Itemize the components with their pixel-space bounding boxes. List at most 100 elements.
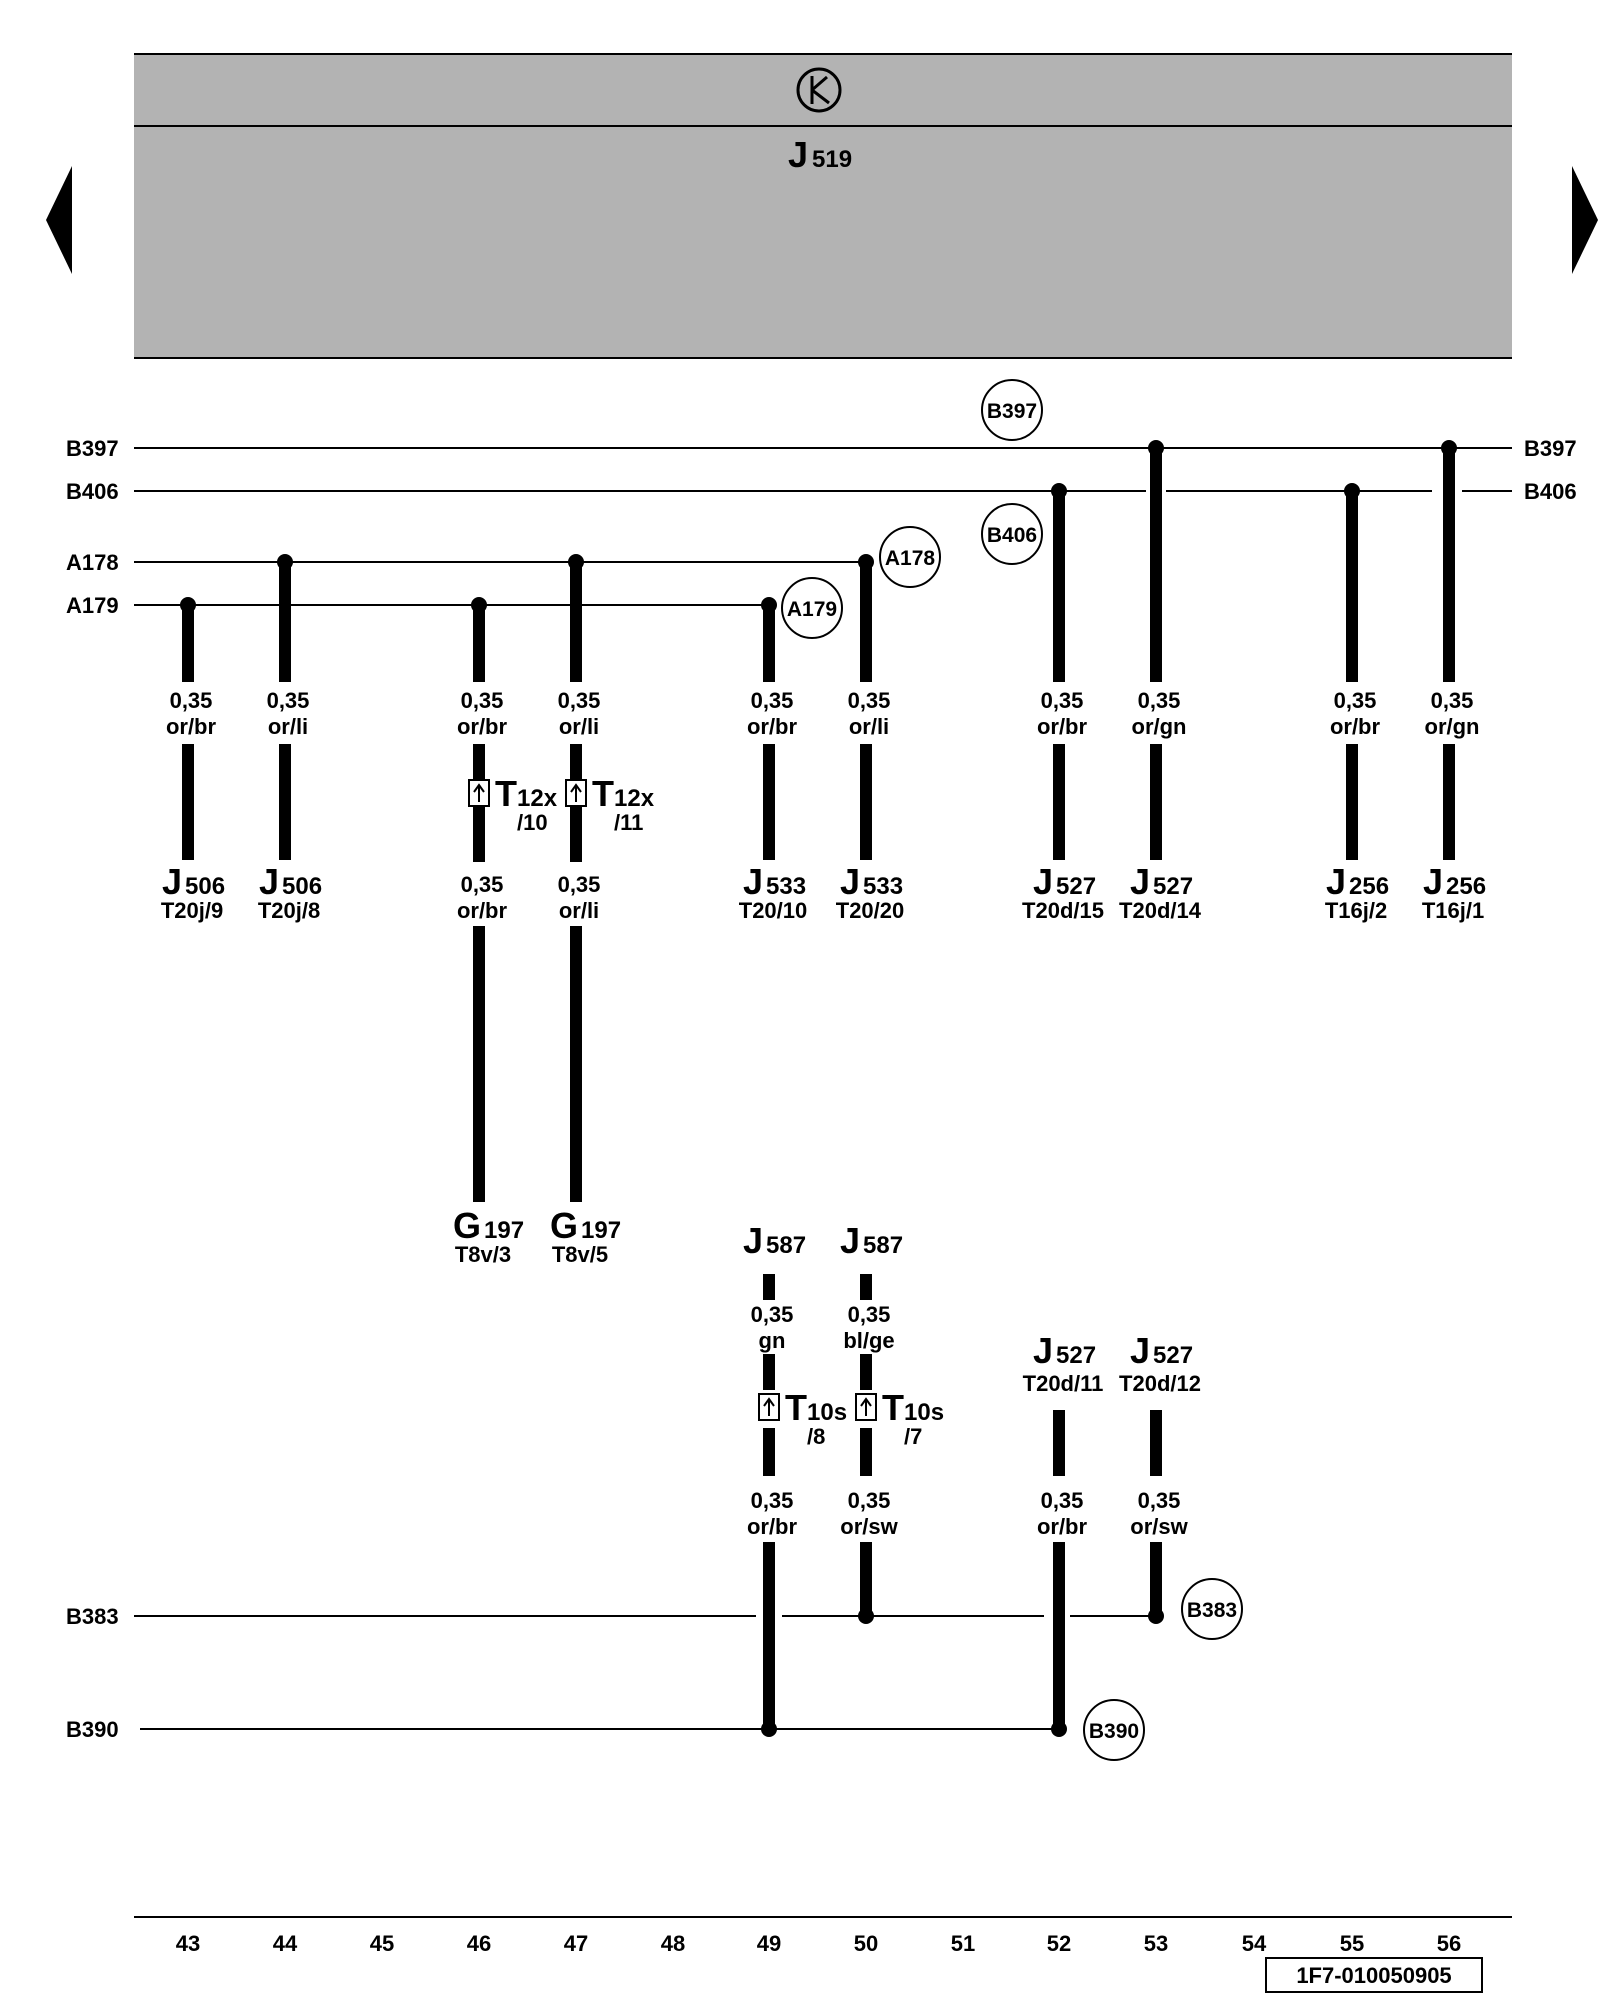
wire-color: or/li (559, 714, 599, 739)
circle-label-text: B390 (1089, 1720, 1139, 1743)
circle-label-text: B406 (987, 524, 1037, 547)
junction-dot (1441, 440, 1457, 456)
column-number: 54 (1242, 1931, 1267, 1956)
wire-size: 0,35 (848, 688, 891, 713)
connector-T10s: T10s/8 (758, 1387, 847, 1449)
component-pin: T16j/2 (1325, 898, 1387, 923)
wire-color: or/br (457, 898, 508, 923)
column-number: 55 (1340, 1931, 1364, 1956)
wire-size: 0,35 (267, 688, 310, 713)
rail-label-left: A178 (66, 550, 119, 575)
component-pin: T20d/15 (1022, 898, 1104, 923)
column-number: 53 (1144, 1931, 1168, 1956)
component-pin: T20d/11 (1023, 1371, 1104, 1396)
column-number: 48 (661, 1931, 685, 1956)
wire-color: gn (759, 1328, 786, 1353)
junction-dot (277, 554, 293, 570)
wire-size: 0,35 (1138, 688, 1181, 713)
circle-label-text: A179 (787, 598, 837, 621)
junction-dot (761, 1721, 777, 1737)
wire-color: or/br (1037, 714, 1088, 739)
rail-label-right: B397 (1524, 436, 1577, 461)
column-number: 56 (1437, 1931, 1461, 1956)
junction-dot (180, 597, 196, 613)
column-number: 49 (757, 1931, 781, 1956)
arrow-right-icon[interactable] (1572, 166, 1598, 274)
wire-color: or/gn (1425, 714, 1480, 739)
junction-dot (568, 554, 584, 570)
doc-id: 1F7-010050905 (1296, 1963, 1451, 1988)
connector-T12x: T12x/10 (468, 773, 558, 835)
wire-size: 0,35 (751, 688, 794, 713)
wire-color: or/sw (840, 1514, 898, 1539)
component-pin: T20d/14 (1119, 898, 1202, 923)
wire-size: 0,35 (751, 1302, 794, 1327)
junction-dot (1051, 483, 1067, 499)
circle-label-B406: B406 (981, 503, 1043, 565)
circle-label-B397: B397 (981, 379, 1043, 441)
wire-color: or/br (747, 1514, 798, 1539)
component-pin: T20j/9 (161, 898, 223, 923)
component-pin: T8v/3 (455, 1242, 511, 1267)
wire-size: 0,35 (848, 1488, 891, 1513)
rail-label-left: B397 (66, 436, 119, 461)
wire-size: 0,35 (1041, 1488, 1084, 1513)
wire-size: 0,35 (1334, 688, 1377, 713)
connector-pin: /11 (614, 810, 643, 835)
wire-color: or/sw (1130, 1514, 1188, 1539)
arrow-left-icon[interactable] (46, 166, 72, 274)
column-number: 52 (1047, 1931, 1071, 1956)
rail-label-right: B406 (1524, 479, 1577, 504)
wire-size: 0,35 (170, 688, 213, 713)
connector-pin: /7 (904, 1424, 922, 1449)
rail-label-left: B390 (66, 1717, 119, 1742)
component-pin: T20d/12 (1119, 1371, 1201, 1396)
rail-label-left: B383 (66, 1604, 119, 1629)
wire-color: or/li (849, 714, 889, 739)
power-bus-icon (796, 67, 842, 113)
wire-color: bl/ge (843, 1328, 894, 1353)
header-band (134, 54, 1512, 358)
wire-color: or/li (559, 898, 599, 923)
junction-dot (1344, 483, 1360, 499)
rail-label-left: B406 (66, 479, 119, 504)
connector-pin: /8 (807, 1424, 825, 1449)
component-pin: T8v/5 (552, 1242, 608, 1267)
wire-size: 0,35 (461, 872, 504, 897)
column-number: 50 (854, 1931, 878, 1956)
wire-size: 0,35 (558, 688, 601, 713)
column-number: 46 (467, 1931, 491, 1956)
wire-size: 0,35 (1431, 688, 1474, 713)
doc-id-box: 1F7-010050905 (1265, 1957, 1483, 1993)
connector-T12x: T12x/11 (565, 773, 655, 835)
component-pin: T20/10 (739, 898, 808, 923)
junction-dot (858, 554, 874, 570)
junction-dot (1148, 440, 1164, 456)
column-number: 43 (176, 1931, 200, 1956)
wire-size: 0,35 (1041, 688, 1084, 713)
component-pin: T20j/8 (258, 898, 320, 923)
component-pin: T20/20 (836, 898, 905, 923)
column-number: 51 (951, 1931, 975, 1956)
column-number: 44 (273, 1931, 298, 1956)
component-pin: T16j/1 (1422, 898, 1484, 923)
rail-label-left: A179 (66, 593, 119, 618)
column-number: 47 (564, 1931, 588, 1956)
wire-size: 0,35 (751, 1488, 794, 1513)
wire-color: or/li (268, 714, 308, 739)
